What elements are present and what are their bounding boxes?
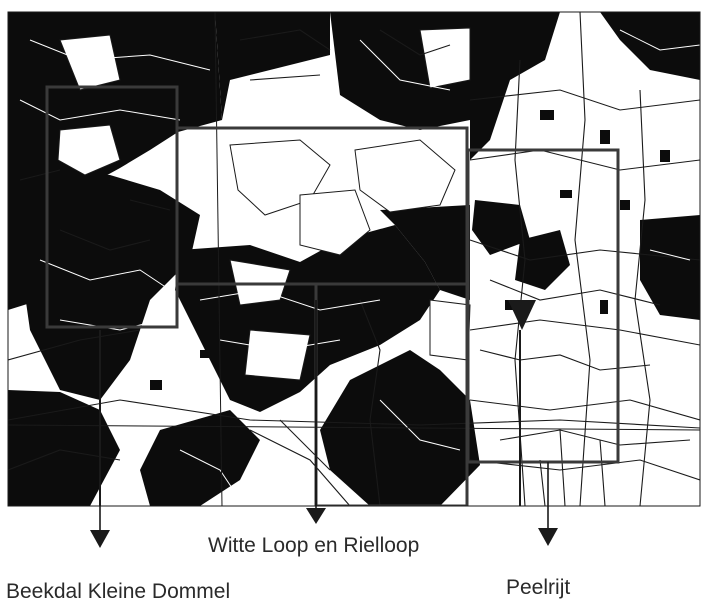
map-border [7, 11, 701, 507]
field-polygons [57, 27, 471, 381]
pointer-lines [99, 300, 521, 506]
label-witte-loop: Witte Loop en Rielloop [208, 534, 419, 557]
arrow-head-beekdal [90, 530, 110, 548]
arrow-head-witte [306, 508, 326, 524]
survey-lines [8, 12, 700, 506]
arrow-head-peelrijt [538, 528, 558, 546]
dark-regions [8, 12, 700, 506]
study-area-frames [45, 85, 620, 506]
parcel-lines [8, 12, 700, 506]
label-beekdal-kleine-dommel: Beekdal Kleine Dommel [6, 580, 230, 599]
map-area [8, 12, 700, 506]
roads-in-dark [19, 29, 700, 501]
frame-peelrijt [466, 148, 620, 464]
arrow-heads [90, 508, 558, 548]
pointer-heads-inner [508, 300, 536, 330]
label-peelrijt: Peelrijt [506, 576, 570, 599]
